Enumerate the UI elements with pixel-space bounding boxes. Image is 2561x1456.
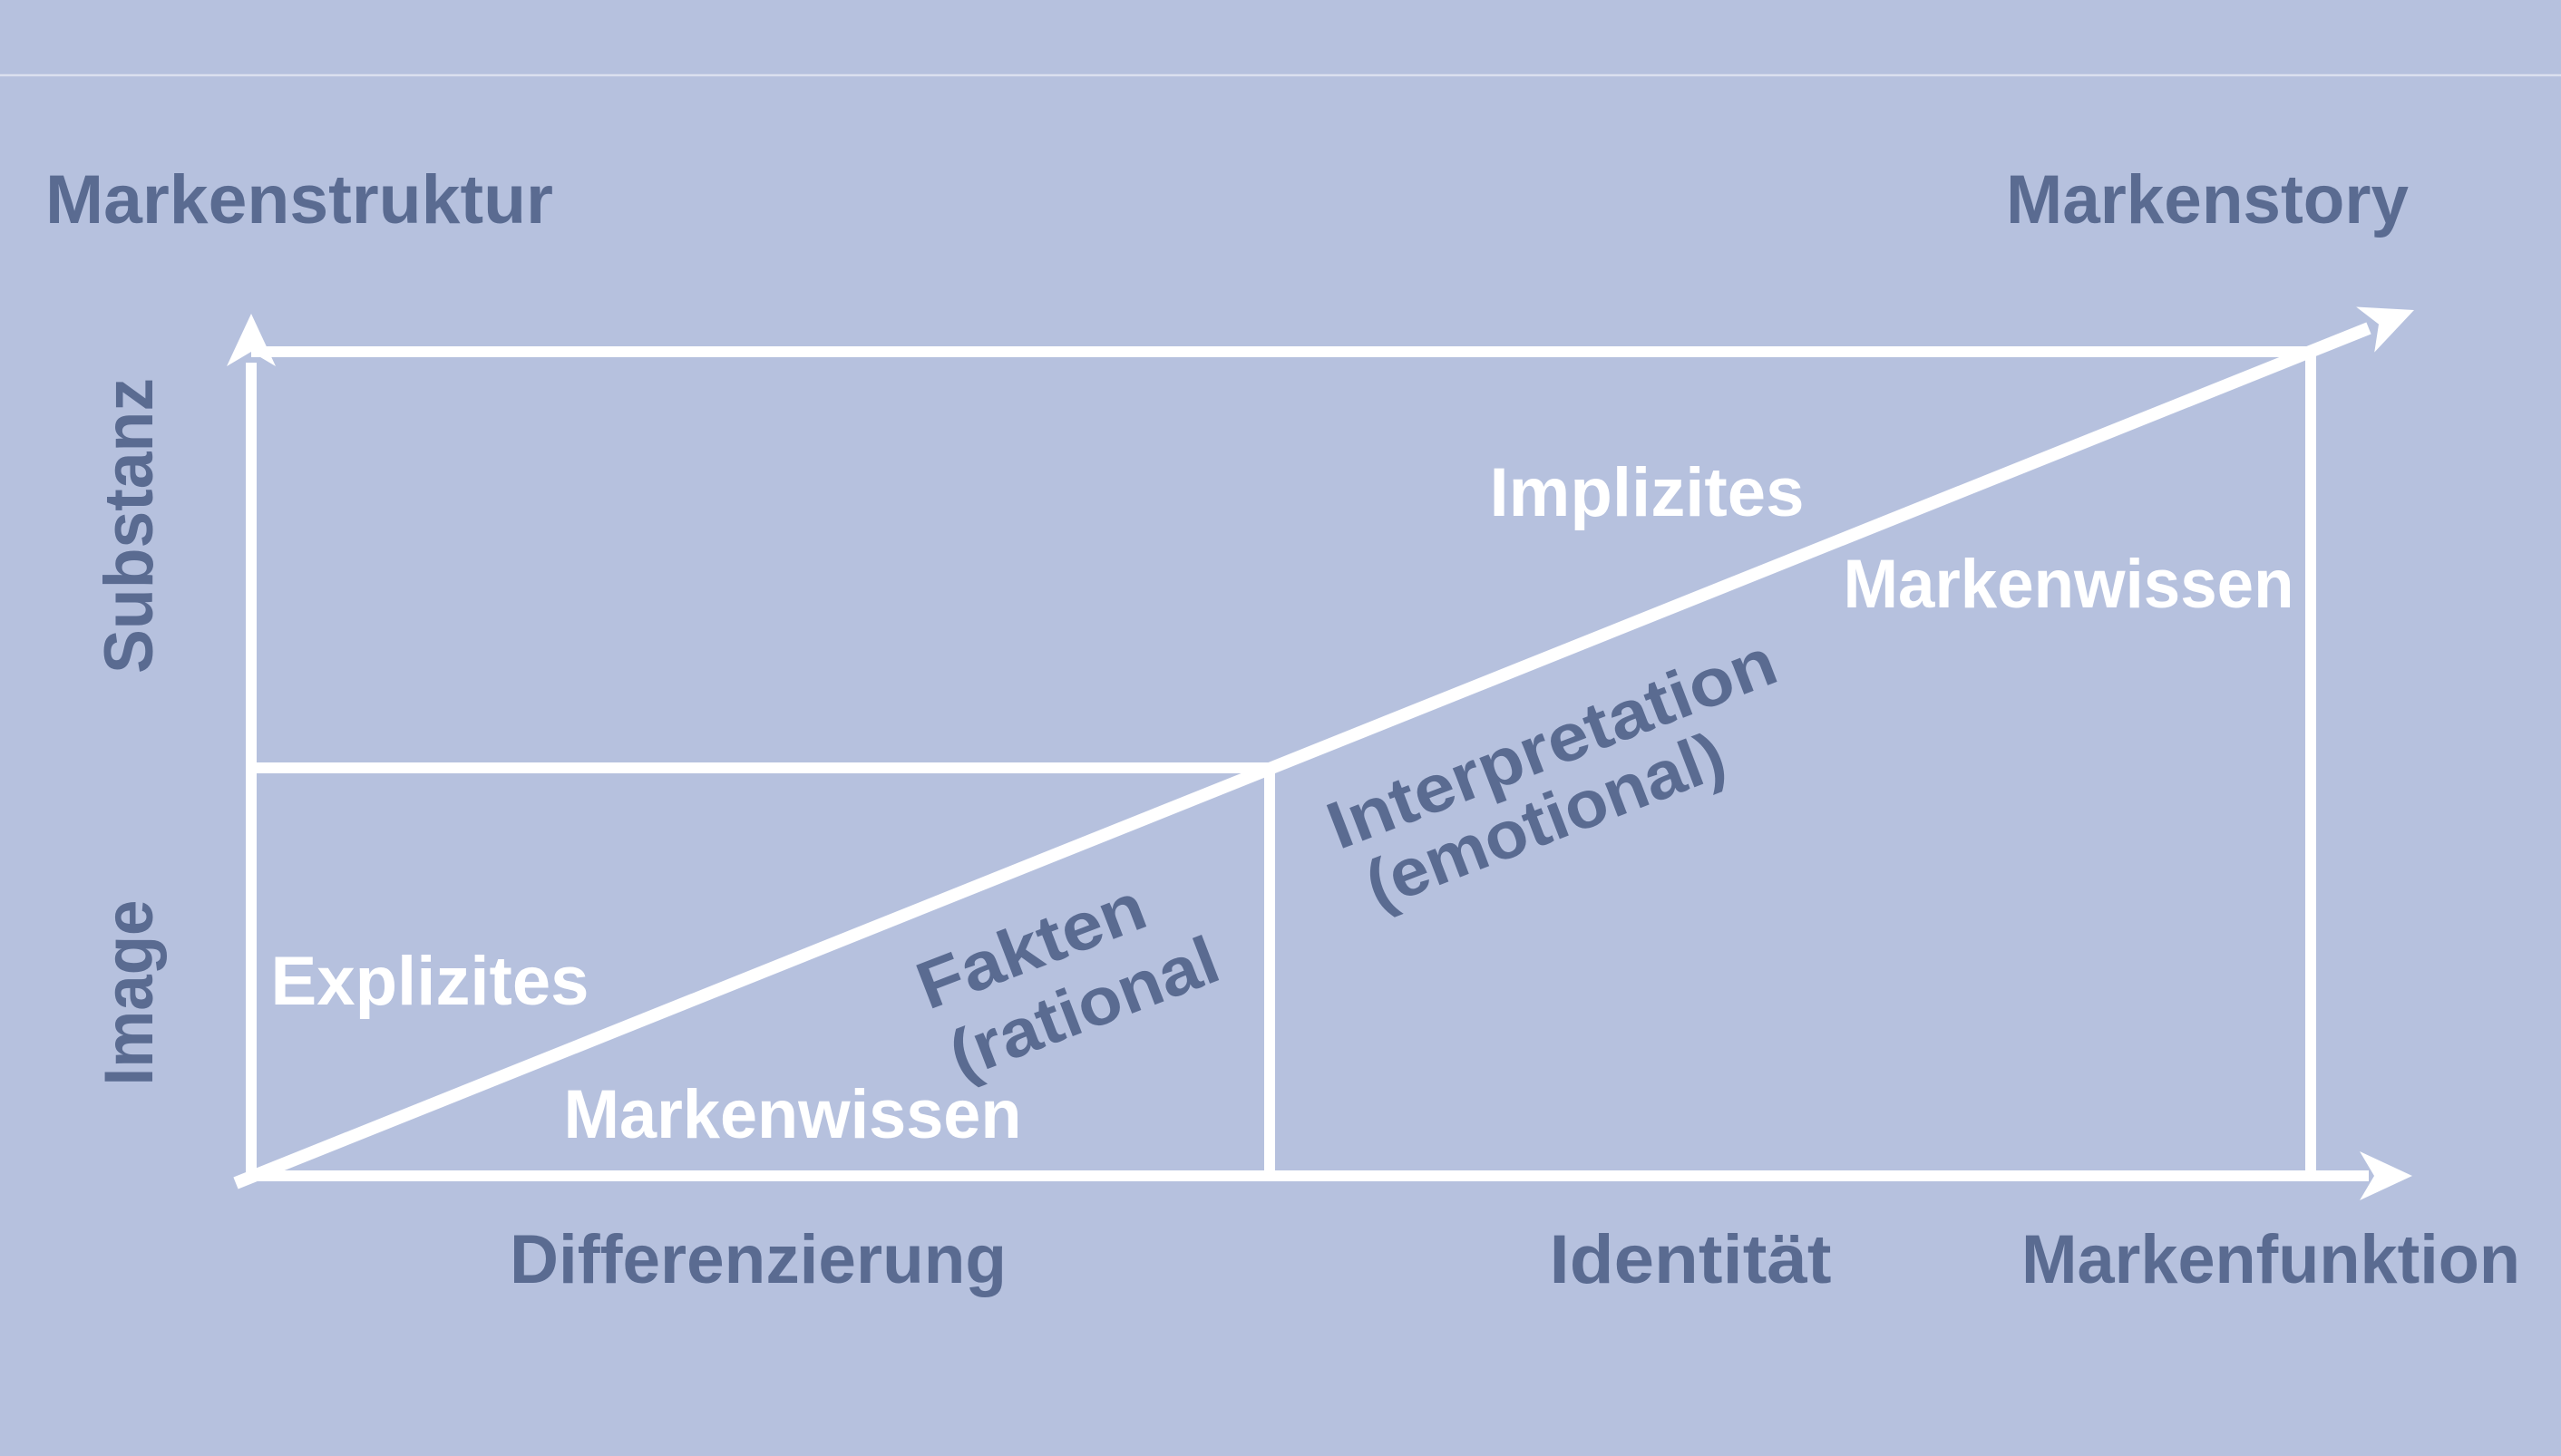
diagram-frame — [227, 306, 2414, 1200]
upper-region-label-line1: Implizites — [1490, 454, 1805, 531]
y-axis-lower-label: Image — [91, 900, 168, 1086]
x-axis-middle-label: Identität — [1550, 1221, 1832, 1298]
upper-region-label-line2: Markenwissen — [1844, 546, 2294, 623]
header-left-label: Markenstruktur — [45, 161, 553, 238]
lower-region-label-line1: Explizites — [271, 943, 589, 1020]
lower-region-label-line2: Markenwissen — [564, 1076, 1022, 1153]
diagonal-arrowhead-icon — [2356, 306, 2414, 353]
x-axis-right-label: Markenfunktion — [2021, 1221, 2520, 1298]
diagonal-line — [233, 322, 2371, 1189]
header-right-label: Markenstory — [2006, 161, 2409, 238]
x-axis-left-label: Differenzierung — [510, 1221, 1007, 1298]
y-axis-upper-label: Substanz — [91, 378, 168, 674]
x-axis-arrowhead-icon — [2360, 1151, 2412, 1200]
